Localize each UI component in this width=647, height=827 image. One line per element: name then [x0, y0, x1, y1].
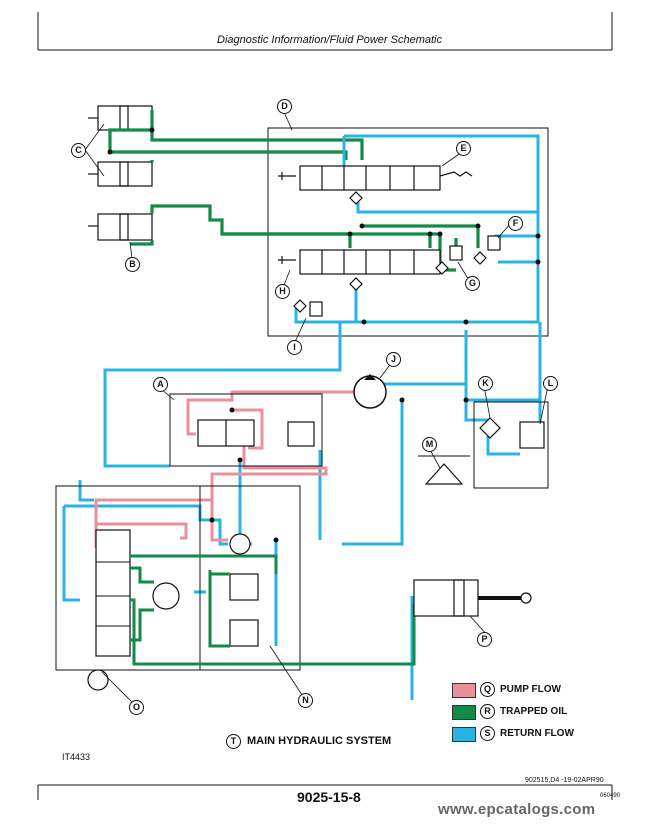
valve-n-upper	[229, 573, 259, 601]
legend-letter-q: Q	[480, 682, 495, 697]
header-title: Diagnostic Information/Fluid Power Schem…	[217, 34, 442, 46]
legend-swatch-trapped	[452, 705, 476, 720]
relief-valve-i	[309, 301, 323, 317]
cylinder-p	[413, 579, 479, 617]
valve-spool-e	[278, 165, 473, 191]
steering-wheel-o	[87, 669, 109, 691]
callout-c: C	[71, 143, 86, 158]
callout-i: I	[287, 340, 302, 355]
callout-leaders	[84, 111, 549, 707]
cylinder-c-lower	[88, 161, 153, 187]
legend-label-pump: PUMP FLOW	[500, 684, 561, 695]
callout-b: B	[125, 257, 140, 272]
junction-dots	[107, 127, 541, 547]
callout-p: P	[477, 632, 492, 647]
legend-swatch-pump	[452, 683, 476, 698]
system-title-letter: T	[226, 734, 241, 749]
steering-housing	[55, 485, 301, 671]
legend-label-return: RETURN FLOW	[500, 728, 574, 739]
callout-h: H	[275, 284, 290, 299]
bypass-valve-l	[519, 421, 545, 449]
callout-e: E	[456, 141, 471, 156]
footer-reference: 902515,D4 -19-02APR90	[525, 777, 604, 784]
priority-valve-housing	[169, 393, 323, 467]
pump-j	[353, 375, 387, 409]
callout-a: A	[153, 377, 168, 392]
pump-flow-lines	[94, 390, 358, 548]
steering-motor	[152, 582, 180, 610]
cylinder-b	[88, 213, 153, 241]
control-valve-housing	[267, 127, 549, 337]
callout-j: J	[386, 352, 401, 367]
callout-n: N	[298, 693, 313, 708]
valve-spool-h	[278, 249, 441, 275]
callout-d: D	[277, 99, 292, 114]
filter-housing	[473, 401, 549, 489]
small-code: 060490	[600, 793, 621, 799]
watermark: www.epcatalogs.com	[438, 801, 596, 818]
callout-m: M	[422, 437, 437, 452]
legend-swatch-return	[452, 727, 476, 742]
steering-valve-o	[95, 529, 131, 657]
legend-label-trapped: TRAPPED OIL	[500, 706, 568, 717]
relief-valve-a	[287, 421, 315, 447]
callout-o: O	[129, 700, 144, 715]
reservoir-m	[424, 463, 464, 485]
legend-letter-s: S	[480, 726, 495, 741]
callout-f: F	[508, 216, 523, 231]
callout-k: K	[478, 376, 493, 391]
relief-valve-g	[449, 245, 463, 261]
valve-n-lower	[229, 619, 259, 647]
figure-id: IT4433	[62, 752, 91, 762]
check-valves	[293, 191, 487, 313]
check-valve-main	[229, 533, 251, 555]
page-number: 9025-15-8	[297, 789, 361, 805]
filter-k	[479, 417, 501, 439]
trapped-oil-steering	[130, 554, 416, 666]
system-title: MAIN HYDRAULIC SYSTEM	[247, 735, 392, 747]
cylinder-c-upper	[88, 105, 153, 131]
callout-l: L	[543, 376, 558, 391]
legend-letter-r: R	[480, 704, 495, 719]
relief-valve-f	[487, 235, 501, 251]
callout-g: G	[465, 276, 480, 291]
